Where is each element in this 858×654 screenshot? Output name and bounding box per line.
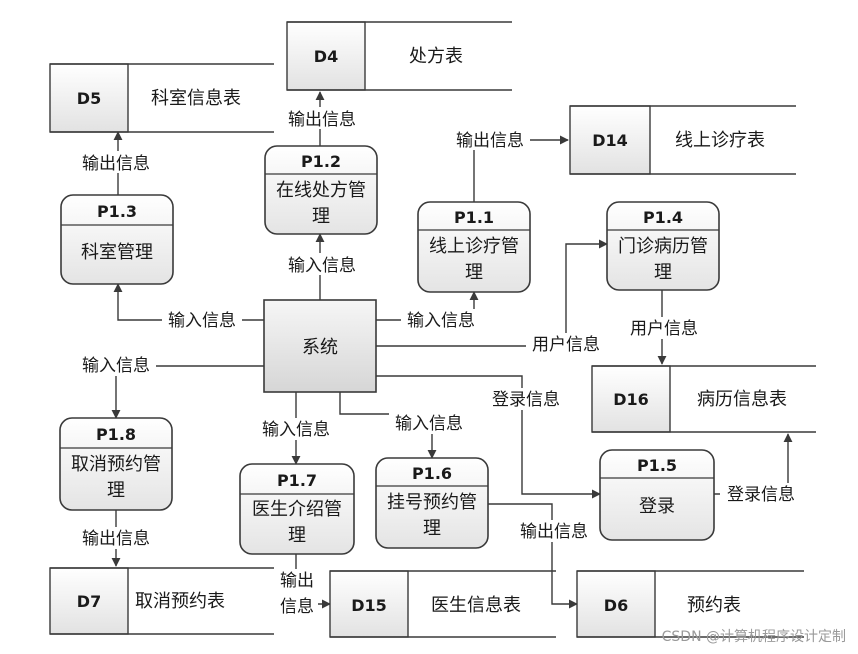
flow-system-to-p14: [376, 239, 608, 347]
process-name-line-2: 理: [312, 206, 330, 227]
process-name-line-1: 线上诊疗管: [429, 236, 519, 257]
store-id: D15: [351, 596, 387, 615]
flow-p16-to-d6: [488, 503, 578, 609]
store-id: D6: [604, 596, 628, 615]
flow-label-system-p15: 登录信息: [492, 390, 560, 410]
system-label: 系统: [302, 337, 338, 358]
process-p15: P1.5 登录: [599, 449, 715, 541]
process-p18: P1.8 取消预约管 理: [59, 417, 173, 511]
store-id: D14: [592, 131, 628, 150]
flow-label-p18-d7: 输出信息: [82, 529, 150, 549]
process-name-line-1: 门诊病历管: [618, 236, 708, 257]
flow-label-p11-d14: 输出信息: [456, 131, 524, 151]
store-id: D4: [314, 47, 338, 66]
process-p17: P1.7 医生介绍管 理: [239, 463, 355, 555]
store-name: 医生信息表: [431, 595, 521, 616]
flow-label-system-p13: 输入信息: [168, 311, 236, 331]
store-name: 预约表: [687, 595, 741, 616]
flow-label-p15-d16: 登录信息: [727, 485, 795, 505]
store-id: D7: [77, 592, 101, 611]
process-id: P1.5: [637, 456, 677, 475]
flow-system-to-p16: [339, 392, 437, 459]
process-id: P1.8: [96, 425, 136, 444]
flow-system-to-p15: [376, 375, 601, 499]
flow-label-system-p17: 输入信息: [262, 420, 330, 440]
process-name-line-2: 理: [107, 480, 125, 501]
process-id: P1.7: [277, 471, 317, 490]
store-name: 取消预约表: [135, 591, 225, 612]
process-p16: P1.6 挂号预约管 理: [375, 457, 489, 549]
flow-labels: 输出信息 输出信息 输出信息 输入信息 输入信息 输入信息 用户信息 用户信息 …: [76, 107, 802, 617]
process-id: P1.3: [97, 202, 137, 221]
store-id: D5: [77, 89, 101, 108]
process-name-line-2: 理: [654, 262, 672, 283]
data-store-d7: D7 取消预约表: [49, 567, 274, 635]
process-id: P1.6: [412, 464, 452, 483]
flow-label-system-p14: 用户信息: [532, 335, 600, 355]
store-name: 处方表: [409, 46, 463, 67]
process-id: P1.1: [454, 208, 494, 227]
data-store-d4: D4 处方表: [286, 21, 512, 91]
watermark: CSDN @计算机程序设计定制: [662, 629, 846, 645]
system-node: 系统: [263, 299, 377, 393]
process-name-line-2: 理: [465, 262, 483, 283]
data-store-d5: D5 科室信息表: [49, 63, 274, 133]
process-name-line-1: 医生介绍管: [252, 499, 342, 520]
flow-label-system-p16: 输入信息: [395, 414, 463, 434]
process-name-line-1: 挂号预约管: [387, 492, 477, 513]
store-name: 科室信息表: [151, 88, 241, 109]
flow-label-system-p12: 输入信息: [288, 256, 356, 276]
process-name-line-2: 理: [423, 518, 441, 539]
process-p11: P1.1 线上诊疗管 理: [417, 201, 531, 293]
process-id: P1.2: [301, 152, 341, 171]
process-p13: P1.3 科室管理: [60, 194, 174, 285]
flow-label-p16-d6: 输出信息: [520, 522, 588, 542]
process-name-line-1: 在线处方管: [276, 180, 366, 201]
flow-label-p13-d5: 输出信息: [82, 154, 150, 174]
flow-label-system-p11: 输入信息: [407, 311, 475, 331]
data-store-d14: D14 线上诊疗表: [569, 105, 796, 175]
data-store-d6: D6 预约表: [576, 570, 804, 638]
flow-label-system-p18: 输入信息: [82, 356, 150, 376]
process-name-line-2: 理: [288, 525, 306, 546]
store-name: 病历信息表: [697, 389, 787, 410]
data-store-d15: D15 医生信息表: [329, 570, 556, 638]
process-name-line-1: 取消预约管: [71, 454, 161, 475]
flow-label-p17-d15-line-1: 输出: [280, 571, 314, 591]
process-name-line-1: 登录: [639, 496, 675, 517]
store-id: D16: [613, 390, 649, 409]
store-name: 线上诊疗表: [675, 130, 765, 151]
data-store-d16: D16 病历信息表: [591, 365, 816, 433]
process-p14: P1.4 门诊病历管 理: [606, 201, 720, 291]
flow-label-p14-d16: 用户信息: [630, 319, 698, 339]
process-name-line-1: 科室管理: [81, 242, 153, 263]
flow-label-p17-d15-line-2: 信息: [280, 597, 314, 617]
process-p12: P1.2 在线处方管 理: [264, 145, 378, 235]
flow-label-p12-d4: 输出信息: [288, 110, 356, 130]
process-id: P1.4: [643, 208, 683, 227]
